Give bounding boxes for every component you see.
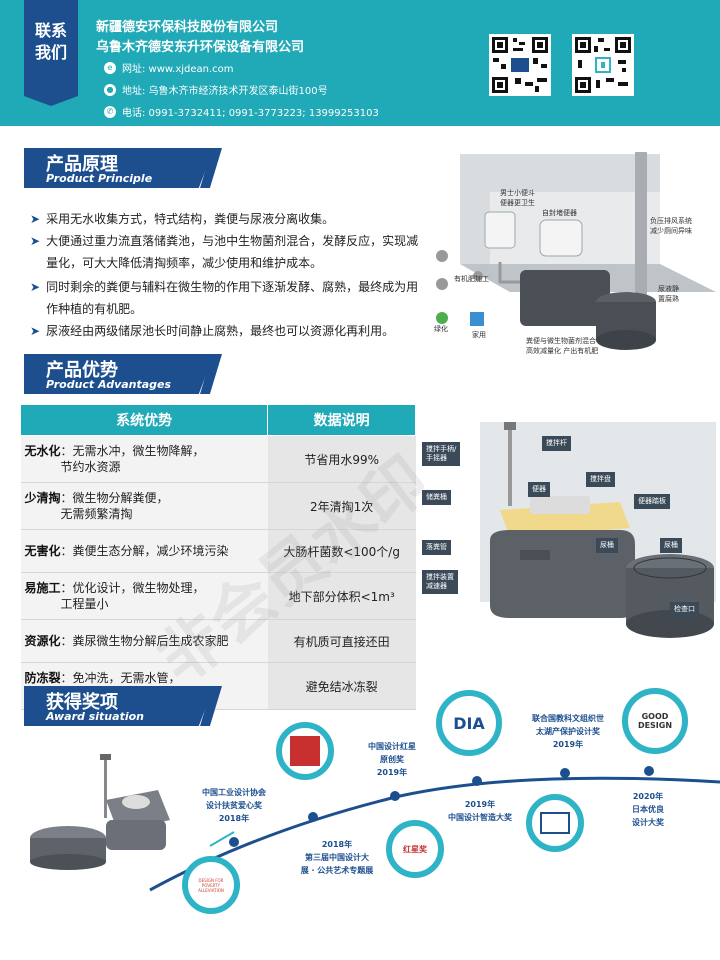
diagram-label-urinal: 男士小便斗 便器更卫生: [500, 189, 535, 207]
website-row: e 网址: www.xjdean.com: [104, 60, 234, 75]
timeline-dot: [644, 766, 654, 776]
diagram-label-tank: 尿液静 置腐熟: [658, 285, 679, 303]
principle-diagram: 男士小便斗 便器更卫生 自封堵便器 负压排风系统 减少厕间异味 有机肥加工 尿液…: [430, 152, 716, 364]
table-header-row: 系统优势 数据说明: [19, 404, 416, 436]
advantages-section-header: 产品优势 Product Advantages: [24, 354, 224, 396]
diagram-label-mix: 粪便与微生物菌剂混合 高效减量化 产出有机肥: [526, 337, 599, 355]
award-text: 中国工业设计协会 设计扶贫爱心奖 2018年: [202, 788, 266, 823]
product-photo: [8, 750, 178, 870]
principle-subtitle: Product Principle: [46, 172, 153, 185]
table-row: 无害化：粪便生态分解，减少环境污染 大肠杆菌数<100个/g: [20, 529, 416, 573]
dia-badge: DIA: [436, 690, 502, 756]
principle-section-header: 产品原理 Product Principle: [24, 148, 224, 190]
callout-pedal: 便器踏板: [634, 494, 670, 509]
awards-subtitle: Award situation: [46, 710, 144, 723]
qr-code-icon: [572, 34, 634, 96]
callout-storage-bucket: 储粪桶: [422, 490, 451, 505]
principle-bullet: ➤同时剩余的粪便与辅料在微生物的作用下逐渐发酵、腐熟，最终成为用作种植的有机肥。: [30, 276, 430, 320]
callout-handle: 搅拌手柄/ 手摇器: [422, 442, 461, 466]
timeline-dot: [560, 768, 570, 778]
diagram-label-pressure: 负压排风系统 减少厕间异味: [650, 217, 692, 235]
award-text: 2020年 日本优良 设计大奖: [632, 792, 664, 827]
principle-bullet: ➤采用无水收集方式，特式结构，粪便与尿液分离收集。: [30, 212, 335, 226]
award-text: 2019年 中国设计智造大奖: [448, 800, 512, 822]
principle-title: 产品原理: [46, 154, 118, 175]
callout-toilet: 便器: [528, 482, 550, 497]
award-text: 2018年 第三届中国设计大 展 · 公共艺术专题展: [300, 840, 374, 875]
callout-drop-pipe: 落粪管: [422, 540, 451, 555]
arrow-icon: ➤: [30, 234, 41, 248]
product-diagram: 搅拌手柄/ 手摇器 搅拌杆 储粪桶 便器 搅拌盘 便器踏板 落粪管 尿桶 尿桶 …: [420, 420, 716, 642]
advantages-subtitle: Product Advantages: [46, 378, 172, 391]
awards-title: 获得奖项: [46, 692, 118, 713]
timeline-dot: [229, 837, 239, 847]
advantages-title: 产品优势: [46, 360, 118, 381]
address-text: 地址: 乌鲁木齐市经济技术开发区泰山街100号: [122, 86, 328, 97]
globe-icon: e: [104, 61, 116, 74]
advantages-table: 系统优势 数据说明 无水化：无需水冲，微生物降解， 节约水资源 节省用水99% …: [19, 404, 416, 710]
diagram-label-fertilizer: 有机肥加工: [454, 275, 489, 283]
qr-code-icon: [489, 34, 551, 96]
company-name-2: 乌鲁木齐德安东升环保设备有限公司: [96, 40, 305, 55]
good-design-badge: GOOD DESIGN: [622, 688, 688, 754]
callout-reducer: 搅拌装置 减速器: [422, 570, 458, 594]
column-header: 系统优势: [19, 404, 269, 436]
unesco-badge: [526, 794, 584, 852]
award-text: 联合国教科文组织世 太湖产保护设计奖 2019年: [532, 714, 604, 749]
arrow-icon: ➤: [30, 280, 41, 294]
website-text[interactable]: 网址: www.xjdean.com: [122, 64, 234, 75]
design-exhibition-badge: [276, 722, 334, 780]
principle-bullet: ➤尿液经由两级储尿池长时间静止腐熟，最终也可以资源化再利用。: [30, 324, 395, 338]
phone-icon: ✆: [104, 105, 116, 118]
callout-urine-bucket: 尿桶: [660, 538, 682, 553]
phone-row: ✆ 电话: 0991-3732411; 0991-3773223; 139992…: [104, 104, 379, 119]
timeline-dot: [390, 791, 400, 801]
callout-urine-bucket: 尿桶: [596, 538, 618, 553]
arrow-icon: ➤: [30, 324, 41, 338]
phone-text: 电话: 0991-3732411; 0991-3773223; 13999253…: [122, 108, 379, 119]
red-star-badge: 红星奖: [386, 820, 444, 878]
callout-stir-rod: 搅拌杆: [542, 436, 571, 451]
contact-label: 联系 我们: [34, 21, 67, 62]
company-name-1: 新疆德安环保科技股份有限公司: [96, 20, 279, 35]
table-row: 资源化：粪尿微生物分解后生成农家肥 有机质可直接还田: [20, 619, 416, 663]
table-row: 无水化：无需水冲，微生物降解， 节约水资源 节省用水99%: [20, 435, 416, 483]
awards-section-header: 获得奖项 Award situation: [24, 686, 224, 728]
table-row: 易施工：优化设计，微生物处理， 工程量小 地下部分体积<1m³: [20, 572, 416, 620]
diagram-label-green: 绿化: [434, 325, 448, 333]
arrow-icon: ➤: [30, 212, 41, 226]
dpa-badge: DESIGN FOR POVERTY ALLEVIATION: [182, 856, 240, 914]
table-row: 少清掏：微生物分解粪便， 无需频繁清掏 2年清掏1次: [20, 482, 416, 530]
callout-inspection-port: 检查口: [670, 602, 699, 617]
diagram-label-pedestal: 自封堵便器: [542, 209, 577, 217]
column-header: 数据说明: [267, 404, 416, 436]
principle-bullet: ➤大便通过重力流直落储粪池，与池中生物菌剂混合，发酵反应，实现减量化，可大大降低…: [30, 230, 430, 274]
timeline-curve: [149, 776, 720, 892]
award-text: 中国设计红星 原创奖 2019年: [368, 742, 416, 777]
callout-stir-plate: 搅拌盘: [586, 472, 615, 487]
contact-tab: 联系 我们: [24, 0, 78, 106]
location-pin-icon: ●: [104, 83, 116, 96]
diagram-label-home: 家用: [472, 331, 486, 339]
timeline-dot: [472, 776, 482, 786]
timeline-dot: [308, 812, 318, 822]
address-row: ● 地址: 乌鲁木齐市经济技术开发区泰山街100号: [104, 82, 328, 97]
